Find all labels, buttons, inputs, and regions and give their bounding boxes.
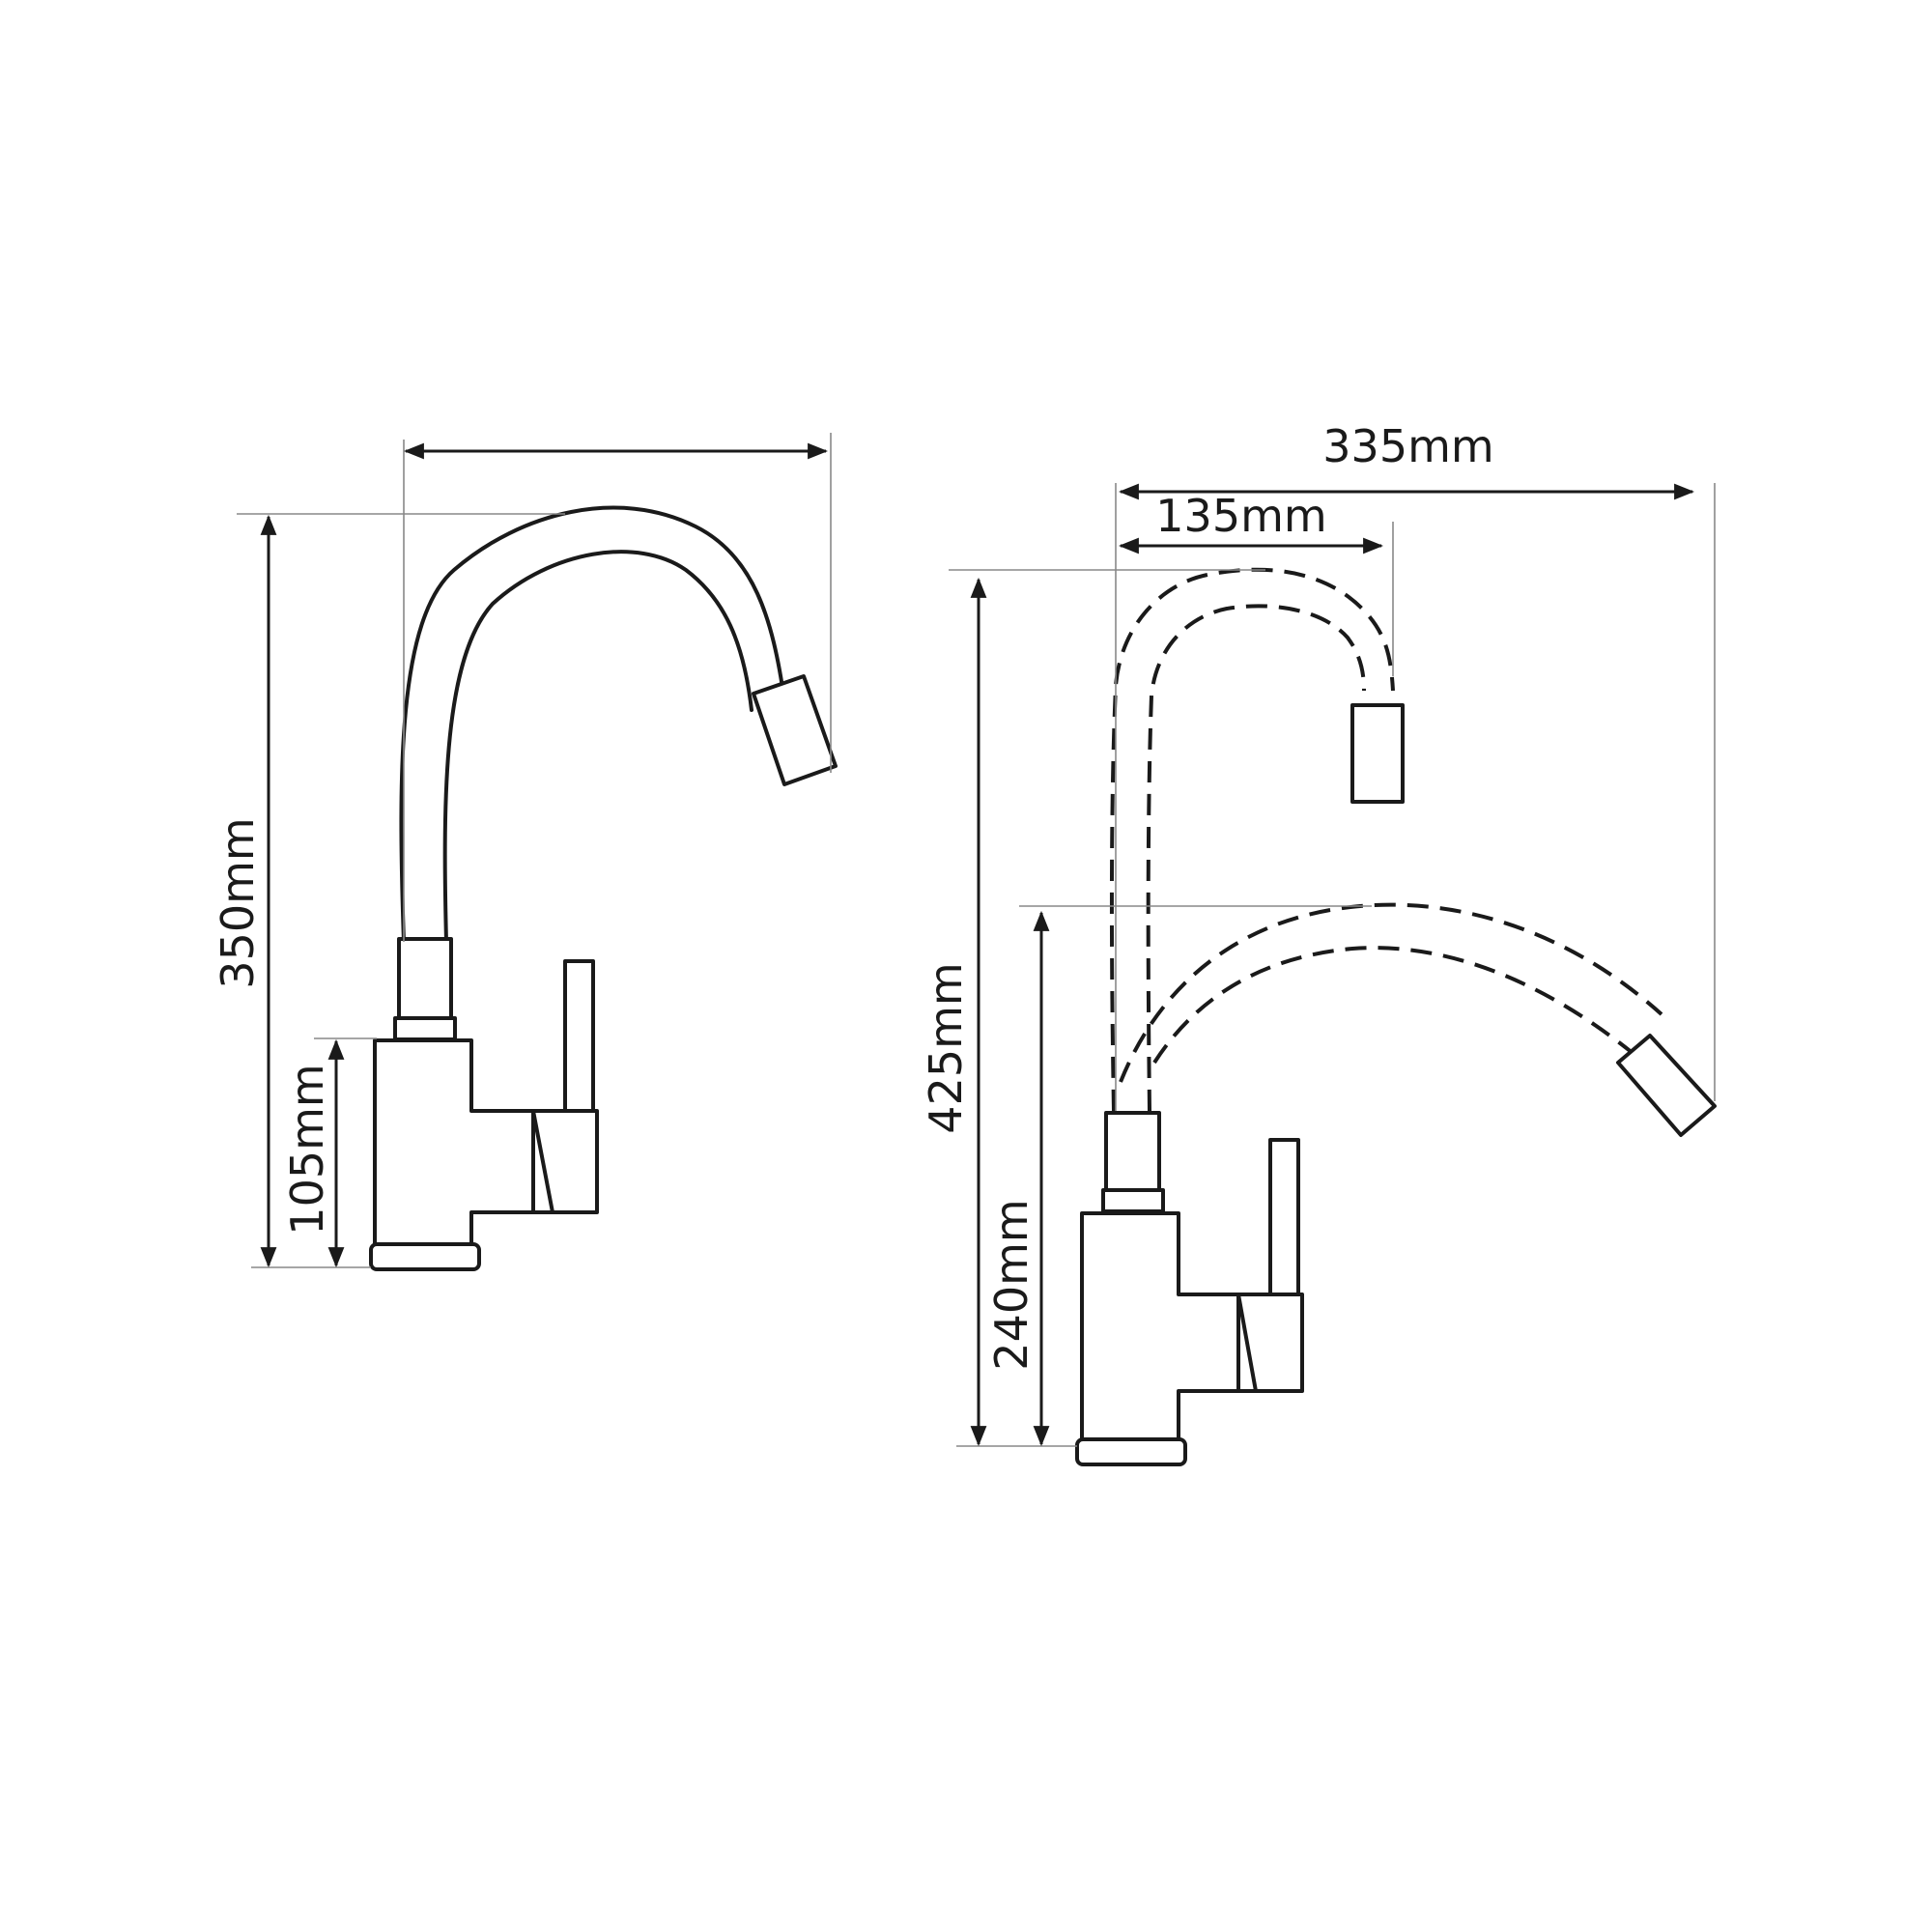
left-collar-lower xyxy=(393,1016,457,1041)
right-total-width-label: 335mm xyxy=(1322,420,1493,472)
left-dimensions: 350mm 105mm xyxy=(212,433,832,1268)
left-spout-inner xyxy=(442,550,753,944)
right-spout-high-inner xyxy=(1146,604,1366,1112)
right-handle-lever xyxy=(1268,1138,1300,1301)
right-spout-low-inner xyxy=(1152,946,1634,1065)
right-collar-upper xyxy=(1104,1111,1161,1194)
right-collar-lower xyxy=(1101,1188,1165,1213)
left-handle-bevel xyxy=(531,1109,554,1214)
right-low-height-label: 240mm xyxy=(985,1199,1037,1370)
right-handle-bevel xyxy=(1236,1293,1258,1393)
right-dimensions: 335mm 135mm 425mm 240mm xyxy=(920,420,1716,1447)
right-partial-width-label: 135mm xyxy=(1155,490,1326,542)
left-height-label: 350mm xyxy=(212,817,264,988)
right-body xyxy=(1080,1211,1240,1443)
left-base-height-label: 105mm xyxy=(281,1064,333,1235)
left-collar-upper xyxy=(397,937,453,1022)
left-base-plate xyxy=(369,1242,481,1271)
left-handle-lever xyxy=(563,959,595,1118)
left-body xyxy=(373,1038,535,1248)
left-nozzle xyxy=(752,674,838,786)
right-faucet xyxy=(1075,567,1717,1466)
right-base-plate xyxy=(1075,1437,1187,1466)
right-spout-high-outer xyxy=(1109,567,1395,1112)
right-spout-low-outer xyxy=(1119,902,1663,1083)
right-nozzle-low xyxy=(1616,1034,1717,1137)
right-total-height-label: 425mm xyxy=(920,962,972,1133)
right-nozzle-high xyxy=(1350,703,1405,804)
left-faucet xyxy=(369,505,838,1271)
left-spout-outer xyxy=(399,505,786,944)
